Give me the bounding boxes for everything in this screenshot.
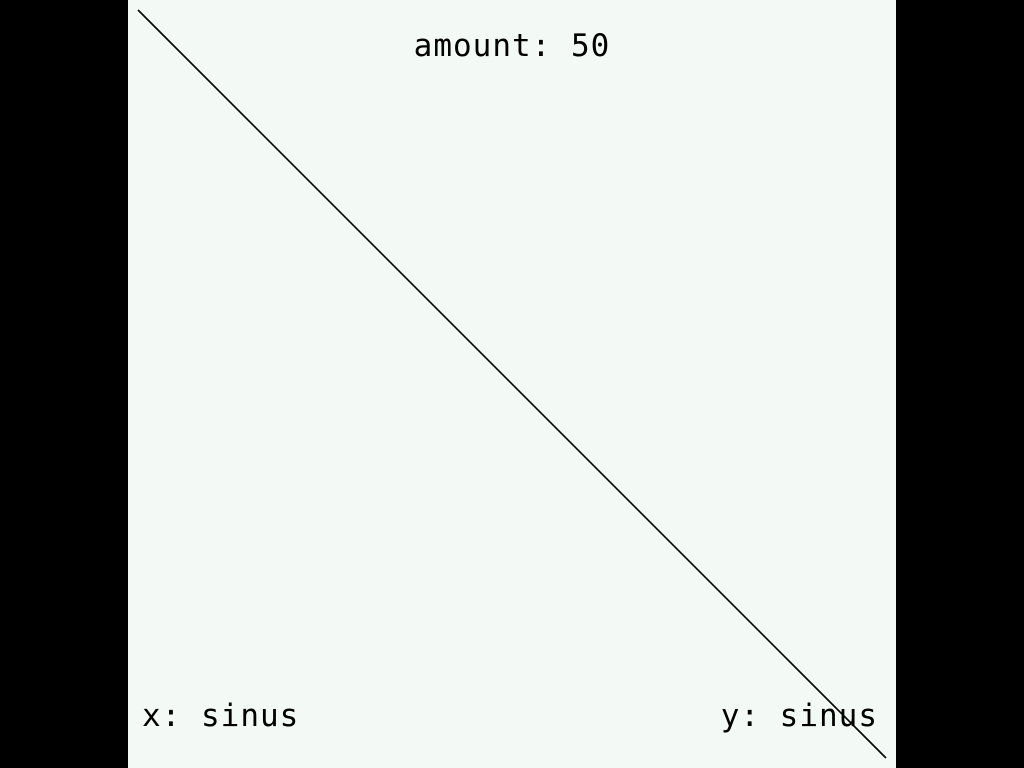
- function-trace-line: [137, 9, 887, 759]
- plot-svg: [137, 9, 887, 759]
- amount-label: amount: 50: [413, 28, 611, 64]
- x-function-label: x: sinus: [142, 698, 300, 734]
- y-function-label: y: sinus: [720, 698, 878, 734]
- plot-canvas[interactable]: amount: 50 x: sinus y: sinus: [128, 0, 896, 768]
